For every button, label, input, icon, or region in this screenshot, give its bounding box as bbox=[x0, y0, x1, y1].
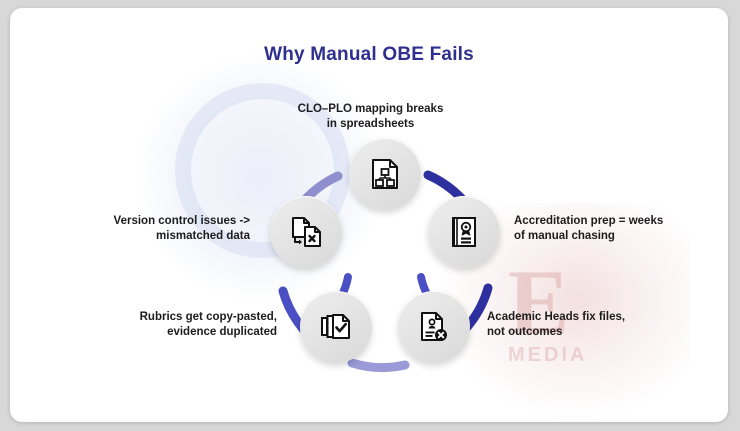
stacked-documents-check-icon bbox=[320, 312, 352, 342]
watermark-letter: E bbox=[508, 251, 569, 353]
node-academic-heads[interactable] bbox=[398, 291, 470, 363]
node-clo-plo-mapping[interactable] bbox=[349, 138, 421, 210]
node-label-accreditation-prep: Accreditation prep = weeks of manual cha… bbox=[514, 215, 664, 243]
watermark-word: MEDIA bbox=[508, 344, 588, 366]
node-accreditation-prep[interactable] bbox=[428, 196, 500, 268]
arc-bottomright-bottomleft bbox=[347, 358, 410, 373]
document-user-error-icon bbox=[419, 311, 449, 343]
document-hierarchy-icon bbox=[370, 158, 400, 190]
node-label-rubrics-copy-pasted: Rubrics get copy-pasted, evidence duplic… bbox=[139, 311, 277, 339]
page-title: Why Manual OBE Fails bbox=[264, 44, 474, 65]
node-rubrics-copy-pasted[interactable] bbox=[300, 291, 372, 363]
node-version-control[interactable] bbox=[270, 196, 342, 268]
node-label-academic-heads: Academic Heads fix files, not outcomes bbox=[487, 311, 626, 339]
node-label-clo-plo-mapping: CLO–PLO mapping breaks in spreadsheets bbox=[297, 103, 444, 131]
infographic-canvas: E MEDIA Why Manual OBE Fails CLO–PLO map… bbox=[10, 8, 728, 422]
document-swap-error-icon bbox=[290, 216, 322, 248]
pentagon-diagram bbox=[245, 136, 525, 391]
node-label-version-control: Version control issues -> mismatched dat… bbox=[113, 215, 250, 243]
certificate-award-icon bbox=[450, 216, 478, 248]
